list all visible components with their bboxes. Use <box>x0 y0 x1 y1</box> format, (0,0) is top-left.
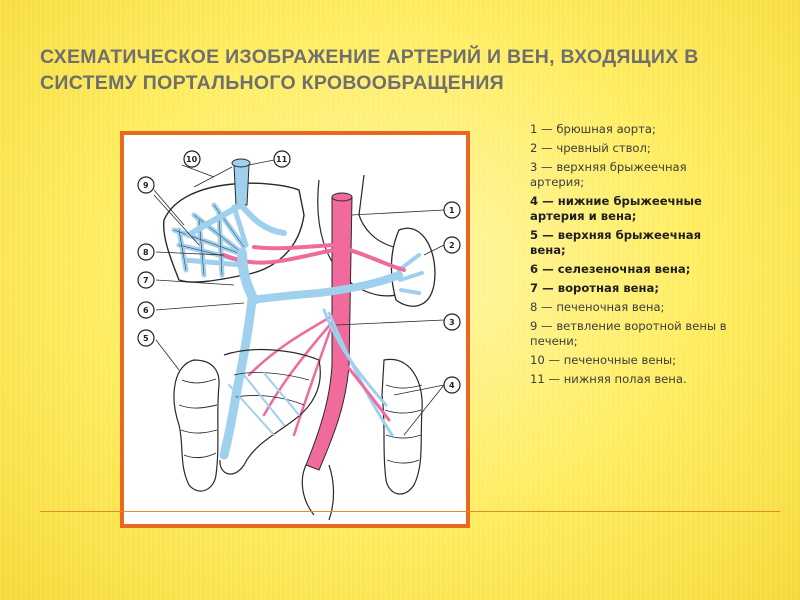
legend-item-7: 7 — воротная вена; <box>530 281 660 295</box>
callout-7: 7 <box>137 271 155 289</box>
hepatic-veins <box>186 202 287 238</box>
callout-1: 1 <box>443 201 461 219</box>
superior-mesenteric-artery <box>247 313 336 437</box>
legend-item-1: 1 — брюшная аорта; <box>530 122 656 136</box>
anatomy-illustration: 10 11 9 8 7 6 5 1 2 3 4 <box>137 150 461 521</box>
callout-6: 6 <box>137 301 155 319</box>
svg-text:6: 6 <box>143 306 149 315</box>
callout-11: 11 <box>273 150 291 168</box>
callout-8: 8 <box>137 243 155 261</box>
callout-10: 10 <box>183 150 201 168</box>
legend-item-4: 4 — нижние брыжеечные артерия и вена; <box>530 194 702 223</box>
svg-text:10: 10 <box>186 155 198 164</box>
ivc-opening <box>231 158 251 168</box>
splenic-vein <box>248 271 403 304</box>
legend-item-10: 10 — печеночные вены; <box>530 353 677 367</box>
legend-item-2: 2 — чревный ствол; <box>530 141 651 155</box>
portal-circulation-figure: 10 11 9 8 7 6 5 1 2 3 4 <box>120 131 470 528</box>
ascending-colon <box>173 359 220 492</box>
callout-lines <box>153 159 445 436</box>
celiac-trunk <box>222 243 406 272</box>
svg-text:9: 9 <box>143 181 149 190</box>
legend-item-9: 9 — ветвление воротной вены в печени; <box>530 319 727 348</box>
svg-text:11: 11 <box>276 155 288 164</box>
superior-mesenteric-vein <box>219 295 257 460</box>
svg-text:1: 1 <box>449 206 455 215</box>
callout-4: 4 <box>443 376 461 394</box>
callout-2: 2 <box>443 236 461 254</box>
descending-colon <box>381 358 423 495</box>
callout-9: 9 <box>137 176 155 194</box>
aorta-opening <box>331 192 353 202</box>
svg-text:5: 5 <box>143 334 149 343</box>
inferior-mesenteric-vein <box>322 308 394 437</box>
small-intestine <box>219 348 321 475</box>
svg-text:3: 3 <box>449 318 455 327</box>
legend-item-8: 8 — печеночная вена; <box>530 300 665 314</box>
callout-3: 3 <box>443 313 461 331</box>
legend-item-5: 5 — верхняя брыжеечная вена; <box>530 228 702 257</box>
legend-item-6: 6 — селезеночная вена; <box>530 262 691 276</box>
legend-list: 1 — брюшная аорта; 2 — чревный ствол; 3 … <box>530 122 730 391</box>
spleen-outline <box>390 227 436 307</box>
slide-title: СХЕМАТИЧЕСКОЕ ИЗОБРАЖЕНИЕ АРТЕРИЙ И ВЕН,… <box>40 46 699 94</box>
svg-text:8: 8 <box>143 248 149 257</box>
svg-text:2: 2 <box>449 241 455 250</box>
legend-item-11: 11 — нижняя полая вена. <box>530 372 687 386</box>
callout-5: 5 <box>137 329 155 347</box>
legend-item-3: 3 — верхняя брыжеечная артерия; <box>530 160 687 189</box>
inferior-vena-cava <box>233 164 250 206</box>
abdominal-aorta <box>305 196 353 471</box>
svg-text:4: 4 <box>449 381 455 390</box>
inferior-mesenteric-artery <box>336 353 391 422</box>
bottom-divider <box>40 511 780 512</box>
svg-text:7: 7 <box>143 276 149 285</box>
